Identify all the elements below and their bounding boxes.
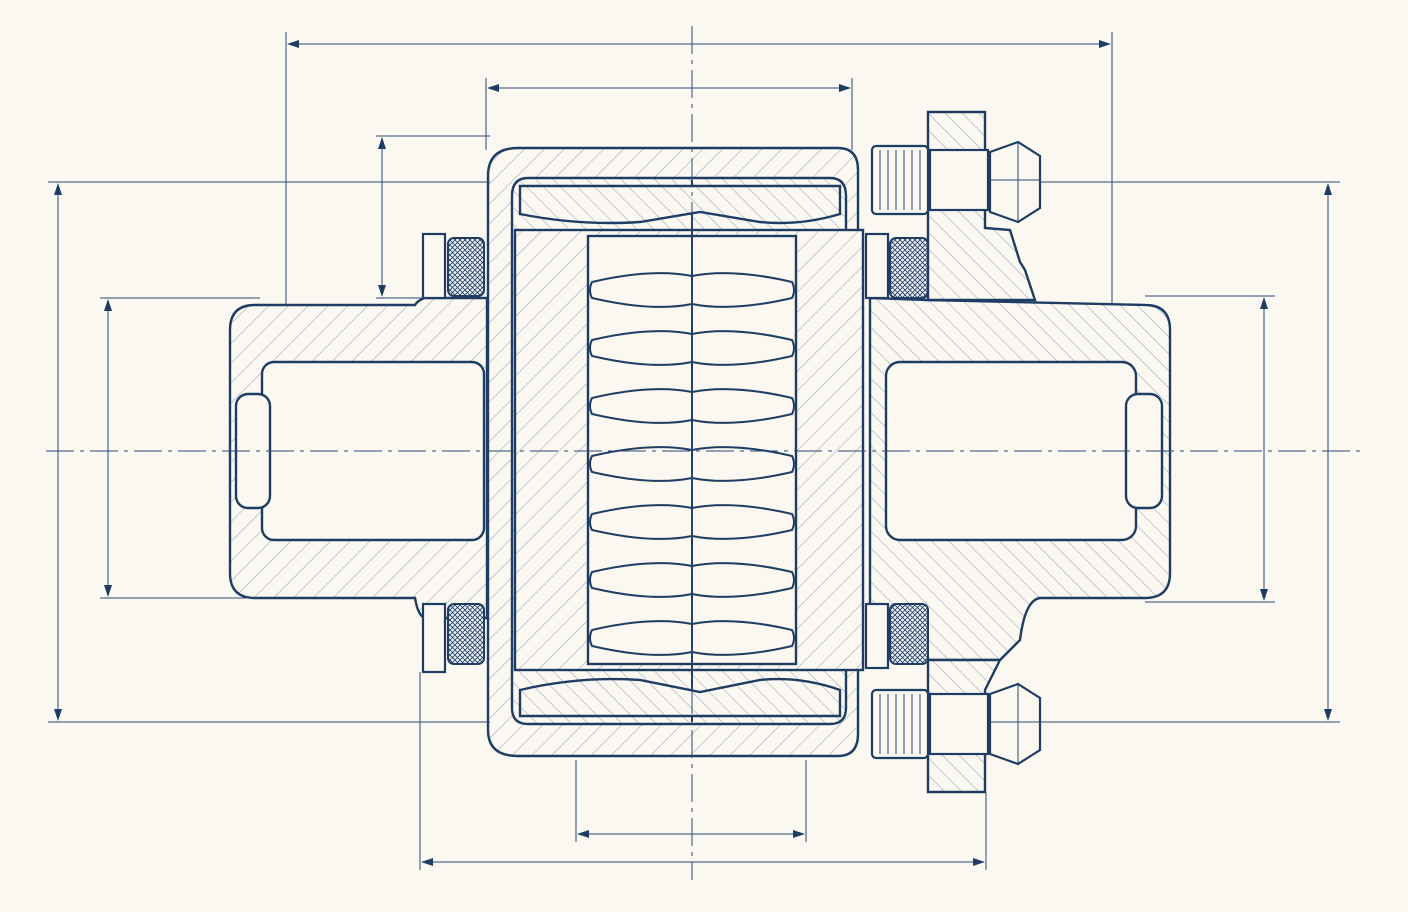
right-hub-window bbox=[884, 360, 1138, 542]
disc-spring-left bbox=[589, 504, 693, 540]
disc-spring-left bbox=[589, 620, 693, 656]
bottom-pressure-plate bbox=[518, 677, 842, 718]
seal-upper-left bbox=[421, 232, 485, 300]
disc-spring-right bbox=[691, 620, 795, 656]
disc-spring-right bbox=[691, 388, 795, 424]
left-hub bbox=[228, 296, 489, 620]
disc-spring-right bbox=[691, 446, 795, 482]
disc-spring-right bbox=[691, 330, 795, 366]
disc-spring-right bbox=[691, 504, 795, 540]
disc-spring-left bbox=[589, 272, 693, 308]
disc-spring-left bbox=[589, 330, 693, 366]
right-hub bbox=[868, 296, 1172, 662]
centerlines bbox=[46, 26, 1360, 880]
disc-spring-left bbox=[589, 562, 693, 598]
disc-spring-left bbox=[589, 388, 693, 424]
disc-spring-stack bbox=[589, 180, 795, 722]
dimension-lines bbox=[48, 32, 1340, 870]
disc-spring-right bbox=[691, 272, 795, 308]
seal-lower-right bbox=[864, 602, 929, 670]
upper-bolt bbox=[870, 140, 1042, 224]
seal-lower-left bbox=[421, 602, 485, 674]
disc-spring-left bbox=[589, 446, 693, 482]
lower-bolt bbox=[870, 682, 1042, 766]
top-pressure-plate bbox=[518, 184, 842, 225]
disc-spring-right bbox=[691, 562, 795, 598]
seal-upper-right bbox=[864, 232, 929, 300]
